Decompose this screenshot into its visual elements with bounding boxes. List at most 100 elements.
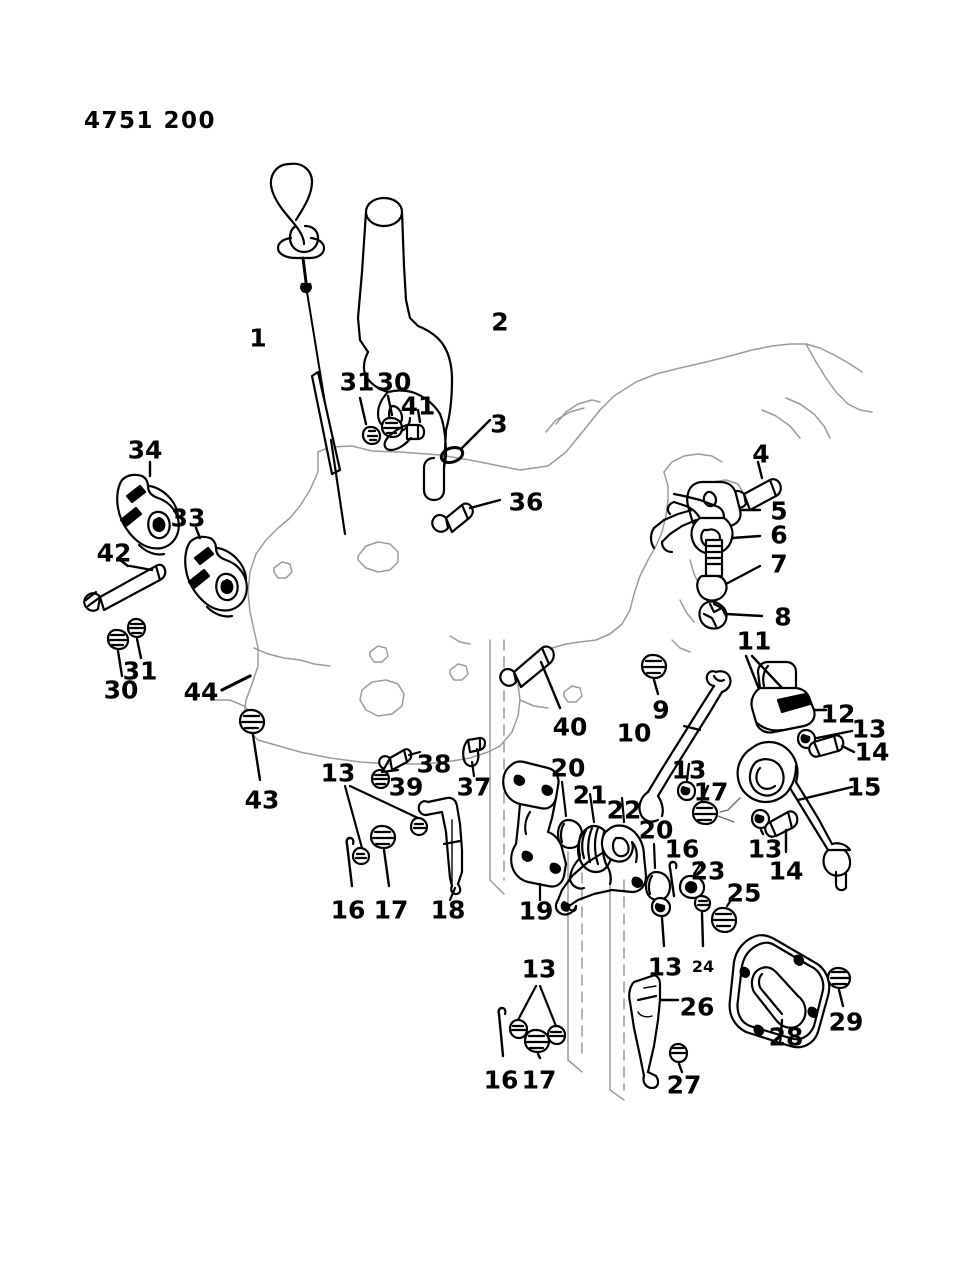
callout-18: 18	[430, 895, 466, 925]
callout-10: 10	[616, 718, 652, 748]
part-42-bolt	[83, 558, 167, 612]
part-16a-cotter-pin	[345, 836, 355, 888]
callout-44: 44	[183, 677, 219, 707]
callout-41: 41	[400, 391, 436, 421]
part-19-bracket	[502, 760, 568, 902]
part-41-bolt	[383, 408, 426, 452]
callout-28: 28	[768, 1022, 804, 1052]
callout-3: 3	[490, 409, 508, 439]
callout-43: 43	[244, 785, 280, 815]
callout-37: 37	[456, 772, 492, 802]
part-30a-nut	[380, 394, 404, 439]
callout-24: 24	[691, 957, 715, 976]
callout-29: 29	[828, 1007, 864, 1037]
callout-34: 34	[127, 435, 163, 465]
callout-13e: 13	[647, 952, 683, 982]
callout-2: 2	[491, 307, 509, 337]
part-15-shift-lever	[719, 740, 854, 892]
part-29-bolt	[826, 966, 852, 1008]
part-3-o-ring	[439, 418, 492, 464]
part-34-mount-bracket	[116, 460, 180, 556]
callout-42: 42	[96, 538, 132, 568]
callout-30b: 30	[103, 675, 139, 705]
callout-15: 15	[846, 772, 882, 802]
callout-13a: 13	[851, 714, 887, 744]
callout-13c: 13	[671, 755, 707, 785]
callout-21: 21	[572, 780, 608, 810]
callout-38: 38	[416, 749, 452, 779]
part-33-mount-bracket	[184, 526, 248, 618]
part-14b-bolt	[764, 810, 799, 854]
callout-16c: 16	[483, 1065, 519, 1095]
callout-17c: 17	[521, 1065, 557, 1095]
callout-13d: 13	[320, 758, 356, 788]
part-28-cover-plate	[728, 934, 831, 1049]
part-10-control-rod	[638, 670, 732, 823]
part-9-nut	[640, 653, 668, 696]
part-44-pointer	[220, 674, 252, 692]
callout-1: 1	[249, 323, 267, 353]
callout-31b: 31	[122, 656, 158, 686]
callout-12: 12	[820, 699, 856, 729]
part-16c-cotter-pin	[497, 1006, 507, 1058]
callout-23: 23	[690, 856, 726, 886]
part-13c-washer	[676, 762, 697, 802]
callout-7: 7	[770, 549, 788, 579]
part-20a-bushing	[556, 780, 584, 850]
callout-17b: 17	[373, 895, 409, 925]
callout-40: 40	[552, 712, 588, 742]
part-13b-washer	[750, 808, 771, 836]
part-8-clip	[698, 600, 764, 630]
callout-20a: 20	[550, 753, 586, 783]
part-26-link-rod	[628, 974, 680, 1090]
part-25-nut	[710, 888, 740, 934]
part-17c-nut	[523, 1028, 551, 1060]
callout-30a: 30	[376, 367, 412, 397]
part-38-bolt	[378, 748, 422, 772]
part-31b-washer	[126, 617, 147, 660]
callout-16a: 16	[330, 895, 366, 925]
part-30b-nut	[106, 628, 130, 678]
callout-16b: 16	[664, 834, 700, 864]
callout-11: 11	[736, 626, 772, 656]
callout-22: 22	[606, 795, 642, 825]
callout-36: 36	[508, 487, 544, 517]
part-13a-washer	[796, 728, 854, 750]
part-39-washer	[370, 768, 400, 790]
part-13e-washer	[650, 896, 672, 948]
callout-25: 25	[726, 878, 762, 908]
callout-14a: 14	[854, 737, 890, 767]
part-16b-cotter-pin	[668, 860, 678, 898]
part-18-rod	[417, 796, 464, 902]
part-12-lever-arm	[750, 660, 828, 734]
callout-6: 6	[770, 520, 788, 550]
callout-5: 5	[770, 496, 788, 526]
part-37-bolt	[462, 736, 487, 778]
figure-number: 4751 200	[84, 108, 217, 134]
callout-13f: 13	[521, 954, 557, 984]
callout-14b: 14	[768, 856, 804, 886]
callout-31a: 31	[339, 367, 375, 397]
part-43-nut	[238, 708, 266, 782]
part-40-bolt	[499, 645, 562, 710]
part-36-bolt	[431, 498, 502, 534]
part-14a-bolt	[808, 734, 856, 758]
callout-19: 19	[518, 896, 554, 926]
callout-20b: 20	[638, 815, 674, 845]
callout-8: 8	[774, 602, 792, 632]
part-7-screw	[696, 538, 762, 602]
callout-4: 4	[752, 439, 770, 469]
part-13f-washer-group	[508, 984, 567, 1046]
callout-9: 9	[652, 695, 670, 725]
callout-27: 27	[666, 1070, 702, 1100]
callout-39: 39	[388, 772, 424, 802]
part-1-dipstick	[269, 162, 347, 536]
callout-33: 33	[170, 503, 206, 533]
part-27-clip	[668, 1042, 689, 1074]
callout-13b: 13	[747, 834, 783, 864]
callout-17a: 17	[693, 777, 729, 807]
part-22-lever	[554, 796, 648, 916]
part-23-washer	[678, 860, 706, 900]
